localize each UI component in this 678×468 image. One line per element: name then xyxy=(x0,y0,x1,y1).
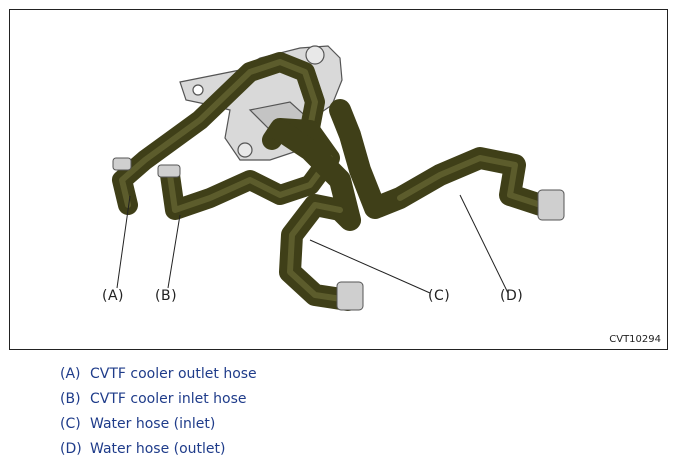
figure-frame: (A) (B) (C) (D) CVT10294 xyxy=(9,9,668,350)
legend-text: Water hose (inlet) xyxy=(90,416,216,432)
legend-text: CVTF cooler inlet hose xyxy=(90,391,247,407)
legend-item: (B) CVTF cooler inlet hose xyxy=(60,387,257,412)
legend-mark: (D) xyxy=(60,441,82,457)
callout-d: (D) xyxy=(500,288,524,304)
hose-clamps xyxy=(112,157,565,311)
legend: (A) CVTF cooler outlet hose (B) CVTF coole… xyxy=(60,362,257,462)
callout-c: (C) xyxy=(428,288,451,304)
legend-item: (A) CVTF cooler outlet hose xyxy=(60,362,257,387)
hose-a xyxy=(112,52,325,215)
leader-lines xyxy=(116,194,509,294)
hose-c xyxy=(269,119,361,311)
callout-b: (B) xyxy=(155,288,178,304)
legend-item: (D) Water hose (outlet) xyxy=(60,437,257,462)
legend-mark: (C) xyxy=(60,416,81,432)
legend-mark: (A) xyxy=(60,366,81,382)
hose-d xyxy=(329,99,561,219)
legend-item: (C) Water hose (inlet) xyxy=(60,412,257,437)
legend-text: Water hose (outlet) xyxy=(90,441,226,457)
callout-a: (A) xyxy=(102,288,125,304)
legend-text: CVTF cooler outlet hose xyxy=(90,366,257,382)
legend-mark: (B) xyxy=(60,391,81,407)
hose-illustration xyxy=(112,45,565,311)
figure-id: CVT10294 xyxy=(609,334,661,345)
